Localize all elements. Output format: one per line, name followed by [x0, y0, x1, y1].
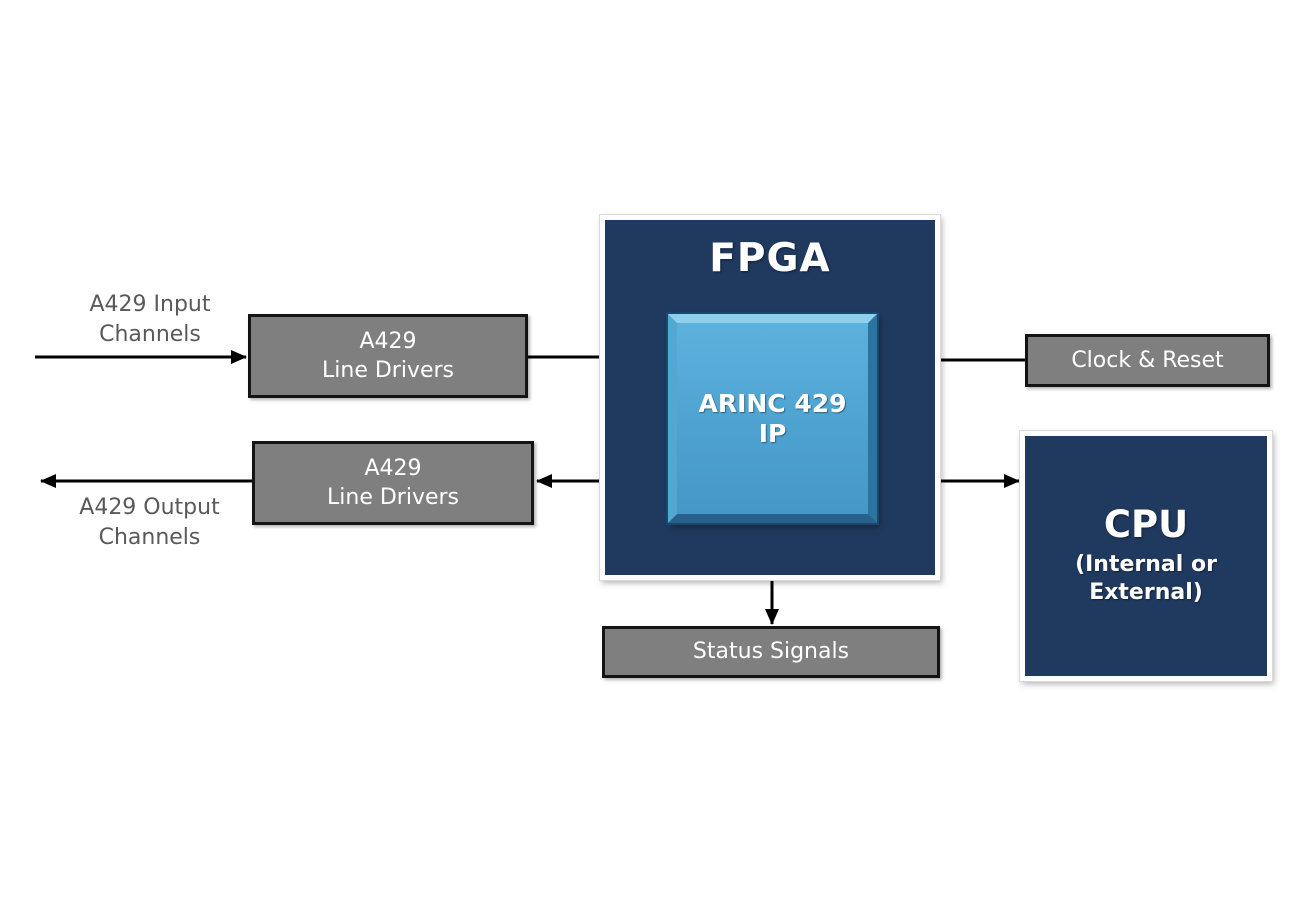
a429-output-channels-label: A429 Output Channels	[79, 495, 220, 550]
line-drivers-out-block: A429 Line Drivers	[252, 441, 534, 525]
a429-input-channels-label: A429 Input Channels	[89, 292, 211, 347]
fpga-title: FPGA	[709, 236, 831, 281]
arinc-429-ip-block: ARINC 429 IP	[668, 314, 877, 523]
cpu-title: CPU	[1103, 502, 1189, 546]
cpu-text-group: CPU (Internal or External)	[1025, 436, 1267, 676]
line-drivers-in-block: A429 Line Drivers	[248, 314, 528, 398]
cpu-block: CPU (Internal or External)	[1020, 431, 1272, 681]
cpu-subtitle: (Internal or External)	[1075, 552, 1217, 606]
clock-reset-block: Clock & Reset	[1025, 334, 1270, 387]
status-signals-block: Status Signals	[602, 626, 940, 678]
